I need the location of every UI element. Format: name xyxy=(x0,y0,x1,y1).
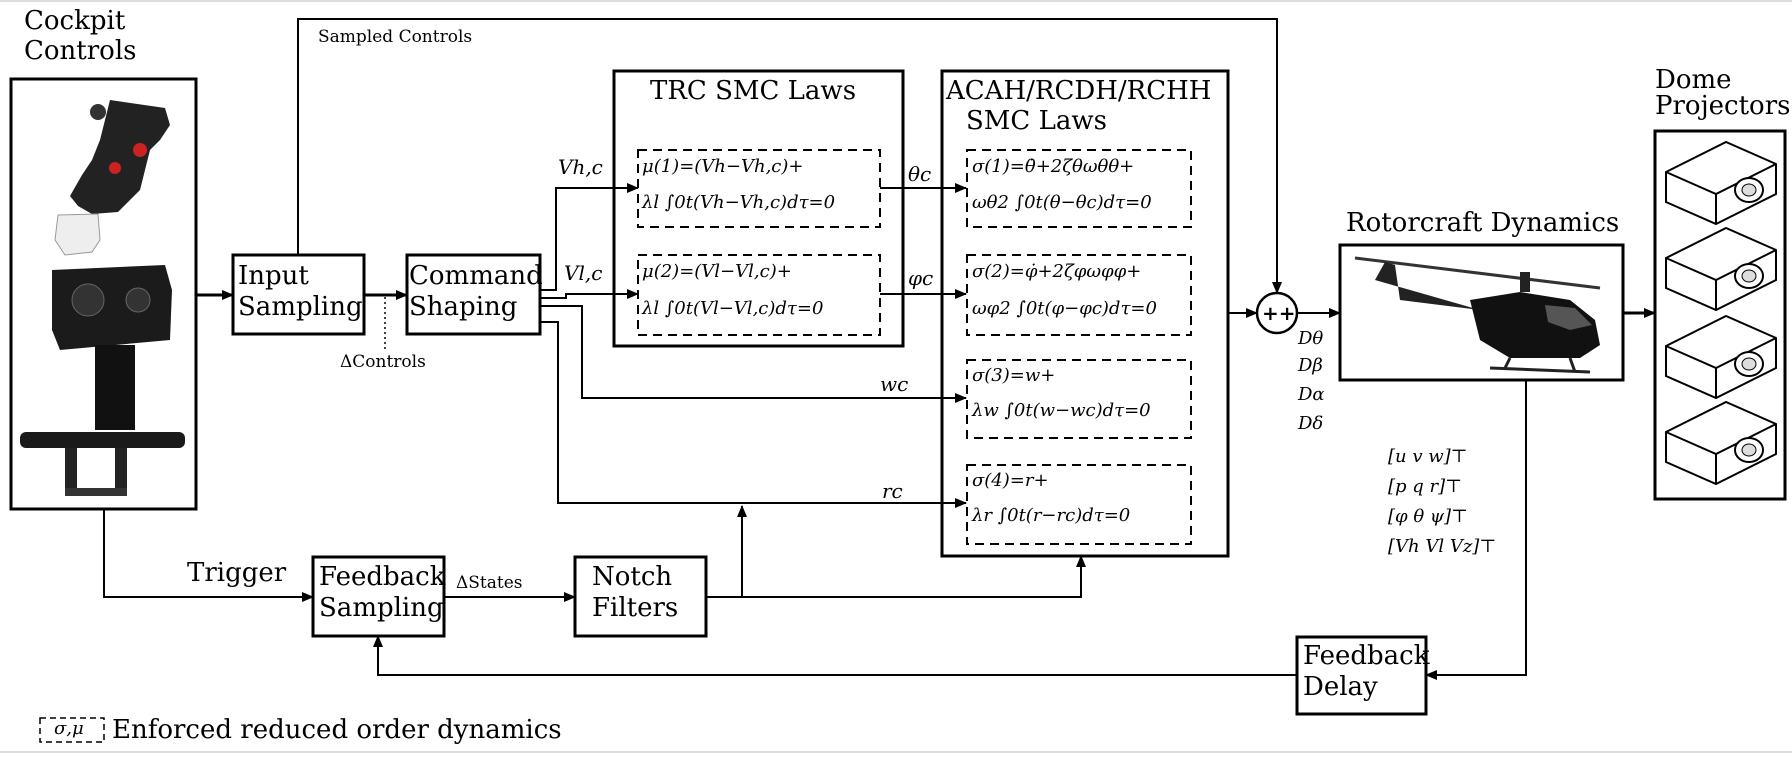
vl-c-label: Vl,c xyxy=(564,261,603,285)
command-shaping-box xyxy=(405,253,542,336)
sigma2-line2: ωφ2 ∫0t(φ−φc)dτ=0 xyxy=(972,298,1157,319)
signal-lines xyxy=(103,18,1656,680)
input-sampling-label-2: Sampling xyxy=(238,292,363,322)
dome-projectors-title-1: Dome xyxy=(1655,65,1732,95)
legend-symbol: σ,μ xyxy=(54,718,84,739)
sigma2-dashed-box xyxy=(966,254,1192,336)
cockpit-controls-title-1: Cockpit xyxy=(24,6,126,36)
delta-states-label: ΔStates xyxy=(456,573,523,593)
delta-controls-label: ΔControls xyxy=(340,352,426,372)
feedback-delay-box xyxy=(1295,635,1428,716)
cockpit-controls-box xyxy=(9,77,198,511)
sigma3-line1: σ(3)=w+ xyxy=(972,365,1056,386)
dome-projectors-title-2: Projectors xyxy=(1655,91,1791,121)
state-pqr-label: [p q r]⊤ xyxy=(1388,476,1463,497)
sigma4-line1: σ(4)=r+ xyxy=(972,470,1049,491)
legend-text: Enforced reduced order dynamics xyxy=(112,715,562,745)
state-euler-label: [φ θ ψ]⊤ xyxy=(1388,506,1468,527)
legend-dashed-box xyxy=(39,717,105,743)
acah-smc-box xyxy=(940,69,1230,558)
sampled-controls-label: Sampled Controls xyxy=(318,27,473,47)
sigma1-line2: ωθ2 ∫0t(θ−θc)dτ=0 xyxy=(972,192,1152,213)
r-c-label: rc xyxy=(882,479,903,503)
cockpit-controls-title-2: Controls xyxy=(24,36,137,66)
d-delta-label: Dδ xyxy=(1298,413,1324,434)
joystick-photo xyxy=(20,100,185,496)
phi-c-label: φc xyxy=(908,266,934,290)
command-shaping-label-2: Shaping xyxy=(409,292,518,322)
d-beta-label: Dβ xyxy=(1298,355,1323,376)
notch-filters-box xyxy=(573,555,708,638)
trigger-label: Trigger xyxy=(187,558,287,588)
notch-filters-label-2: Filters xyxy=(592,593,679,623)
d-theta-label: Dθ xyxy=(1298,328,1324,349)
feedback-delay-label-2: Delay xyxy=(1303,672,1378,702)
trc-smc-box xyxy=(612,69,905,348)
w-c-label: wc xyxy=(880,372,909,396)
state-uvw-label: [u v w]⊤ xyxy=(1388,446,1468,467)
theta-c-label: θc xyxy=(908,162,932,186)
mu2-line2: λl ∫0t(Vl−Vl,c)dτ=0 xyxy=(642,298,824,319)
helicopter-photo xyxy=(1354,256,1601,374)
mu1-line1: μ(1)=(Vh−Vh,c)+ xyxy=(642,156,804,177)
mu2-line1: μ(2)=(Vl−Vl,c)+ xyxy=(642,261,792,282)
d-alpha-label: Dα xyxy=(1298,384,1325,405)
notch-filters-label-1: Notch xyxy=(592,562,673,592)
mu1-dashed-box xyxy=(637,149,881,228)
mu1-line2: λl ∫0t(Vh−Vh,c)dτ=0 xyxy=(642,192,836,213)
acah-smc-title-1: ACAH/RCDH/RCHH xyxy=(946,76,1212,106)
sum-signs: ++ xyxy=(1262,301,1296,325)
sigma2-line1: σ(2)=φ̇+2ζφωφφ+ xyxy=(972,261,1142,282)
sigma4-dashed-box xyxy=(966,464,1192,545)
trc-smc-title: TRC SMC Laws xyxy=(650,76,857,106)
feedback-sampling-label-2: Sampling xyxy=(319,593,444,623)
vh-c-label: Vh,c xyxy=(558,155,603,179)
feedback-sampling-label-1: Feedback xyxy=(319,562,446,592)
acah-smc-title-2: SMC Laws xyxy=(966,106,1107,136)
sigma4-line2: λr ∫0t(r−rc)dτ=0 xyxy=(972,505,1131,526)
input-sampling-label-1: Input xyxy=(238,261,309,291)
feedback-delay-label-1: Feedback xyxy=(1303,641,1430,671)
sigma1-dashed-box xyxy=(966,149,1192,228)
sigma3-line2: λw ∫0t(w−wc)dτ=0 xyxy=(972,400,1151,421)
sigma1-line1: σ(1)=θ̇+2ζθωθθ+ xyxy=(972,156,1135,177)
sigma3-dashed-box xyxy=(966,359,1192,439)
projector-icon xyxy=(1665,140,1777,486)
state-vel-label: [Vh Vl Vz]⊤ xyxy=(1388,536,1497,557)
command-shaping-label-1: Command xyxy=(409,261,543,291)
rotorcraft-dynamics-title: Rotorcraft Dynamics xyxy=(1346,208,1620,238)
